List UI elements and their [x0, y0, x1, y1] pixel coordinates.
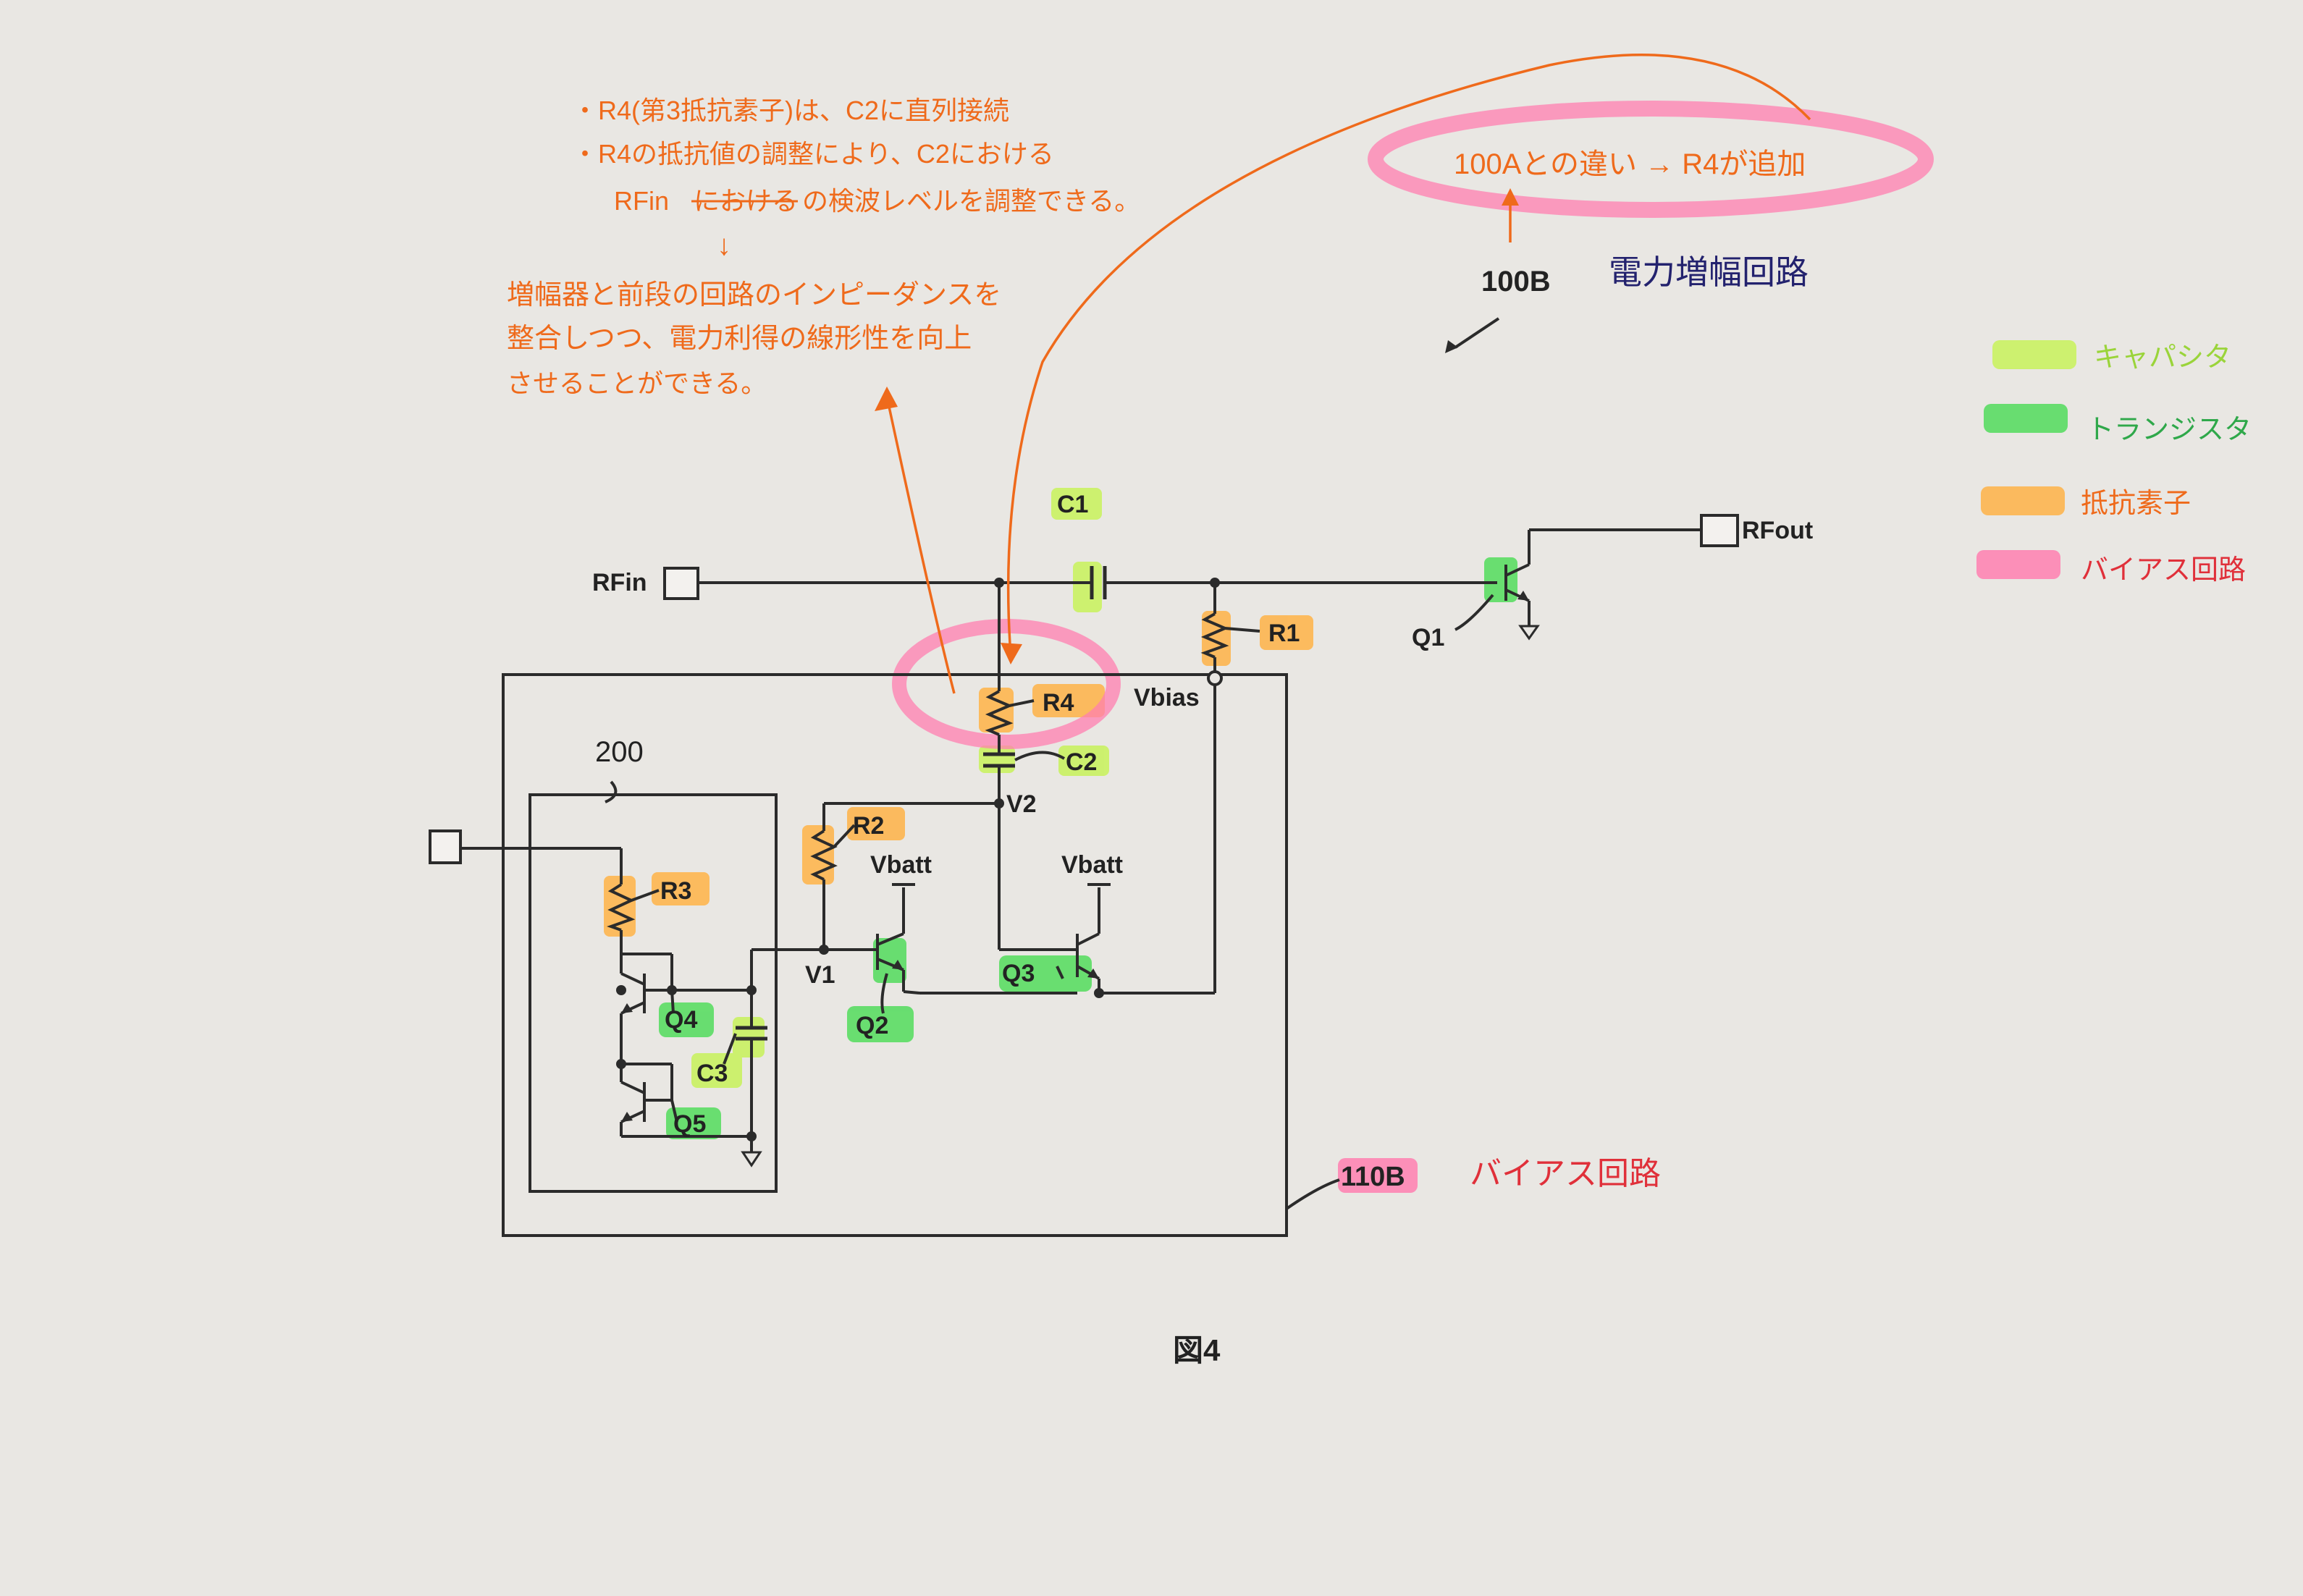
wires: [462, 528, 1701, 1152]
label-vbatt-q3: Vbatt: [1061, 851, 1123, 879]
note-diff-100a: 100Aとの違い → R4が追加: [1454, 148, 1806, 180]
highlight-c1: [1051, 488, 1102, 520]
handwritten-notes: ・R4(第3抵抗素子)は、C2に直列接続 ・R4の抵抗値の調整により、C2におけ…: [507, 96, 2252, 1191]
note-line-3-rest: の検波レベルを調整できる。: [802, 186, 1140, 216]
resistor-r2: [810, 829, 838, 881]
highlight-q5: [666, 1107, 721, 1139]
label-r1: R1: [1268, 620, 1300, 647]
label-v2: V2: [1006, 790, 1037, 818]
highlight-r2-label: [847, 807, 905, 840]
highlight-q1: [1484, 557, 1517, 602]
label-q3: Q3: [1002, 960, 1035, 987]
vbias-node: [1207, 670, 1223, 686]
label-rfin: RFin: [592, 569, 647, 596]
arrowhead-to-note: [875, 387, 898, 411]
highlight-q2: [847, 1006, 914, 1042]
highlight-r4-label: [1032, 684, 1105, 717]
legend-label-transistor: トランジスタ: [2087, 415, 2252, 445]
note-line-1: ・R4(第3抵抗素子)は、C2に直列接続: [572, 96, 1009, 125]
label-r3: R3: [660, 877, 691, 905]
bias-circuit-box-110b: [502, 673, 1288, 1237]
highlights: [604, 340, 2076, 1193]
arrowhead-to-r4: [1001, 643, 1022, 664]
subcircuit-box-200: [529, 793, 778, 1193]
resistor-r3: [607, 883, 636, 932]
label-110b: 110B: [1341, 1162, 1405, 1192]
legend-swatch-transistor: [1984, 404, 2068, 433]
label-q1: Q1: [1412, 624, 1444, 651]
label-c3: C3: [696, 1060, 728, 1087]
transistor-q4: [620, 972, 672, 1015]
label-vbias: Vbias: [1134, 684, 1200, 712]
note-down-arrow: ↓: [717, 229, 731, 261]
resistor-r4: [985, 690, 1014, 736]
note-title-100b: 電力増幅回路: [1609, 253, 1809, 291]
legend-label-bias: バイアス回路: [2081, 555, 2246, 586]
component-labels: RFin RFout C1 R1 Q1 R4 Vbias C2 V2 R2 Vb…: [592, 266, 1813, 1367]
diff-note-circle-marking: [1368, 101, 1934, 218]
highlight-r3-label: [652, 872, 710, 905]
transistor-q2: [876, 932, 905, 992]
note-line-6: させることができる。: [507, 368, 767, 398]
rfout-terminal: [1700, 514, 1739, 547]
legend-swatch-bias: [1976, 550, 2060, 579]
label-q2: Q2: [856, 1012, 888, 1039]
arrowhead-100b: [1445, 340, 1458, 353]
label-q5: Q5: [673, 1110, 706, 1138]
label-vbatt-q2: Vbatt: [870, 851, 932, 879]
highlight-r1-label: [1260, 615, 1313, 650]
label-100b: 100B: [1481, 266, 1551, 297]
highlight-c2: [979, 746, 1015, 773]
arrow-diff-to-r4: [1006, 53, 1811, 656]
capacitor-c1: [1090, 566, 1107, 599]
note-line-3-rfin: RFin: [614, 186, 669, 216]
highlight-q3: [999, 955, 1092, 992]
label-q4: Q4: [665, 1006, 697, 1034]
highlight-q2-body: [873, 938, 906, 983]
legend-label-capacitor: キャパシタ: [2094, 342, 2231, 373]
note-line-2: ・R4の抵抗値の調整により、C2における: [572, 139, 1054, 169]
label-200: 200: [595, 736, 644, 768]
rfin-terminal: [663, 567, 699, 600]
r4-circle-marking: [892, 619, 1121, 749]
figure-caption: 図4: [1173, 1333, 1221, 1367]
label-rfout: RFout: [1742, 517, 1813, 544]
arrowhead-to-100a: [1502, 188, 1519, 206]
bias-input-terminal: [429, 829, 462, 864]
legend-swatch-resistor: [1981, 486, 2065, 515]
highlight-c3: [691, 1053, 742, 1088]
ground-bias: [741, 1151, 762, 1168]
label-r4: R4: [1043, 689, 1074, 717]
arrow-r4-to-note: [885, 396, 956, 694]
legend-label-resistor: 抵抗素子: [2081, 489, 2191, 519]
junction-dots: [616, 578, 1220, 1141]
label-r2: R2: [853, 812, 884, 840]
highlight-c2-label: [1058, 746, 1109, 776]
label-c1: C1: [1057, 491, 1088, 518]
label-c2: C2: [1066, 748, 1097, 776]
capacitor-c2: [983, 752, 1015, 768]
label-v1: V1: [805, 961, 835, 989]
highlight-c1-body: [1073, 562, 1102, 612]
note-title-110b: バイアス回路: [1470, 1156, 1661, 1191]
note-line-5: 整合しつつ、電力利得の線形性を向上: [507, 324, 972, 354]
ground-q1: [1518, 625, 1540, 641]
transistor-q5: [620, 1081, 672, 1123]
note-line-4: 増幅器と前段の回路のインピーダンスを: [507, 280, 1001, 311]
transistor-q3: [1076, 932, 1100, 993]
highlight-110b: [1338, 1158, 1418, 1193]
capacitor-c3: [736, 1026, 767, 1041]
legend-swatch-capacitor: [1992, 340, 2076, 369]
transistor-q1: [1504, 563, 1530, 602]
resistor-r1: [1200, 612, 1229, 659]
leader-lines: [605, 317, 1500, 1210]
